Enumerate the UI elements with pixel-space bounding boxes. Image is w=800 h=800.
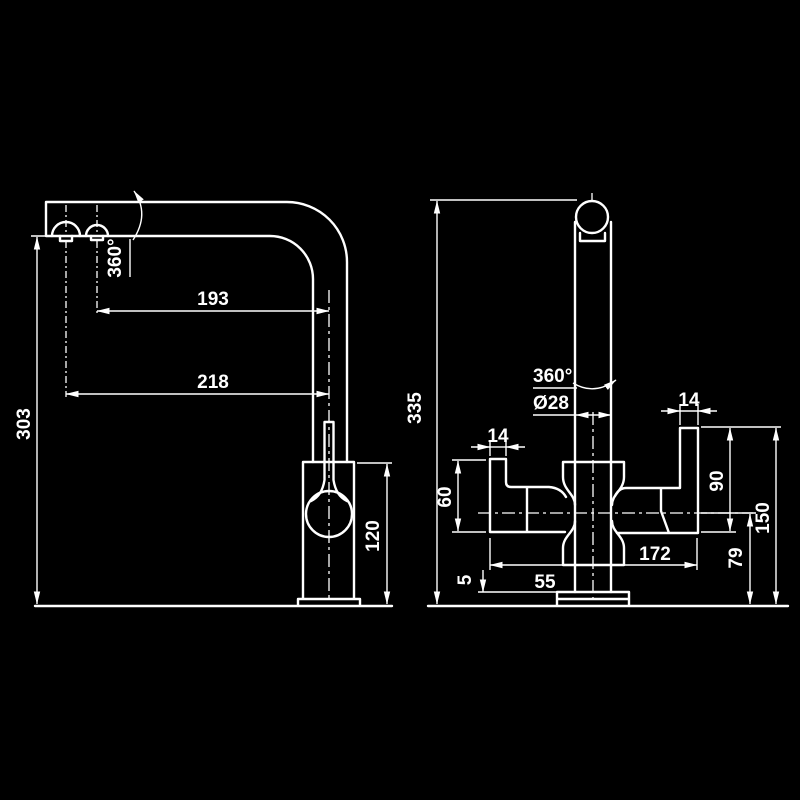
dimension-5: 5: [455, 574, 476, 585]
front-column: [573, 220, 613, 594]
dimension-14-left: 14: [487, 426, 509, 447]
swivel-arrow: [132, 190, 144, 241]
dimension-79: 79: [726, 547, 747, 568]
dim-dia28: Ø28: [533, 393, 612, 419]
dim-swivel-front: 360°: [533, 366, 617, 390]
lever-ball: [304, 489, 354, 539]
dim-303: 303: [14, 235, 48, 605]
dimension-193: 193: [197, 289, 229, 310]
dim-335: 335: [405, 199, 577, 605]
dim-55: 55: [478, 572, 557, 593]
dim-60: 60: [435, 459, 486, 533]
spout-clip: [578, 231, 607, 243]
dimension-303: 303: [14, 408, 35, 440]
side-body: [296, 460, 362, 607]
dimension-150: 150: [753, 502, 774, 534]
dim-150: 150: [753, 427, 780, 605]
front-base-flange: [555, 590, 631, 607]
left-handle: [488, 457, 568, 534]
spout-outline: [44, 200, 349, 464]
dimension-218: 218: [197, 372, 229, 393]
dimension-dia28: Ø28: [533, 393, 569, 414]
dimension-swivel-side: 360°: [105, 238, 126, 277]
dim-5: 5: [455, 570, 487, 593]
dim-79: 79: [701, 512, 756, 605]
right-handle: [613, 426, 700, 535]
dim-218: 218: [65, 372, 330, 398]
dim-swivel-side: 360°: [105, 190, 144, 278]
dim-90: 90: [701, 426, 781, 533]
dim-14-left: 14: [471, 426, 525, 456]
swivel-arrow-front: [572, 379, 617, 390]
dim-193: 193: [96, 289, 330, 315]
dimension-14-right: 14: [678, 390, 700, 411]
dim-14-right: 14: [661, 390, 717, 425]
dimension-335: 335: [405, 392, 426, 424]
dimension-172: 172: [639, 544, 671, 565]
dimension-90: 90: [707, 470, 728, 491]
dimension-swivel-front: 360°: [533, 366, 572, 387]
dim-120: 120: [357, 462, 392, 605]
dimension-60: 60: [435, 486, 456, 507]
side-view: 360° 193 218 303 120: [14, 190, 394, 608]
front-view-dimensions: 335 360° Ø28 14: [405, 199, 781, 605]
dimension-120: 120: [363, 520, 384, 552]
dimension-55: 55: [534, 572, 556, 593]
front-view: [426, 193, 790, 608]
spout-end-circle: [574, 199, 610, 235]
dim-172: 172: [489, 538, 698, 570]
